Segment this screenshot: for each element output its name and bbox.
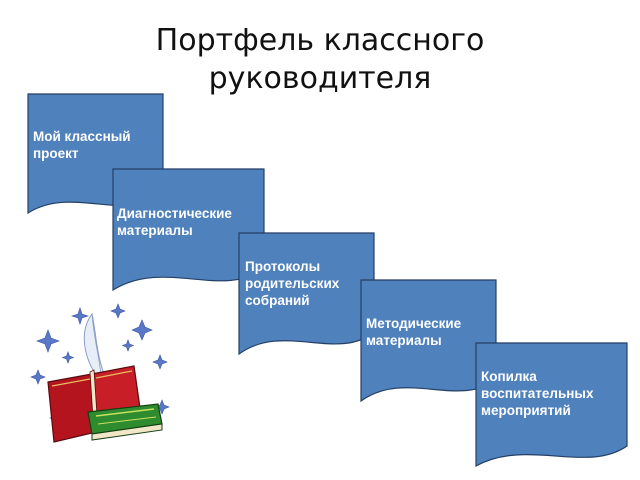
slide-title: Портфель классного руководителя	[155, 23, 485, 96]
document-label-parent-meetings: Протоколы родительских собраний	[245, 259, 340, 308]
document-shape-activities	[475, 342, 628, 468]
books-with-quill-icon	[30, 303, 170, 443]
document-label-activities: Копилка воспитательных мероприятий	[481, 369, 594, 418]
document-label-methodical: Методические материалы	[366, 316, 462, 348]
document-label-my-project: Мой классный проект	[33, 129, 131, 161]
document-label-diagnostic: Диагностические материалы	[117, 206, 232, 238]
